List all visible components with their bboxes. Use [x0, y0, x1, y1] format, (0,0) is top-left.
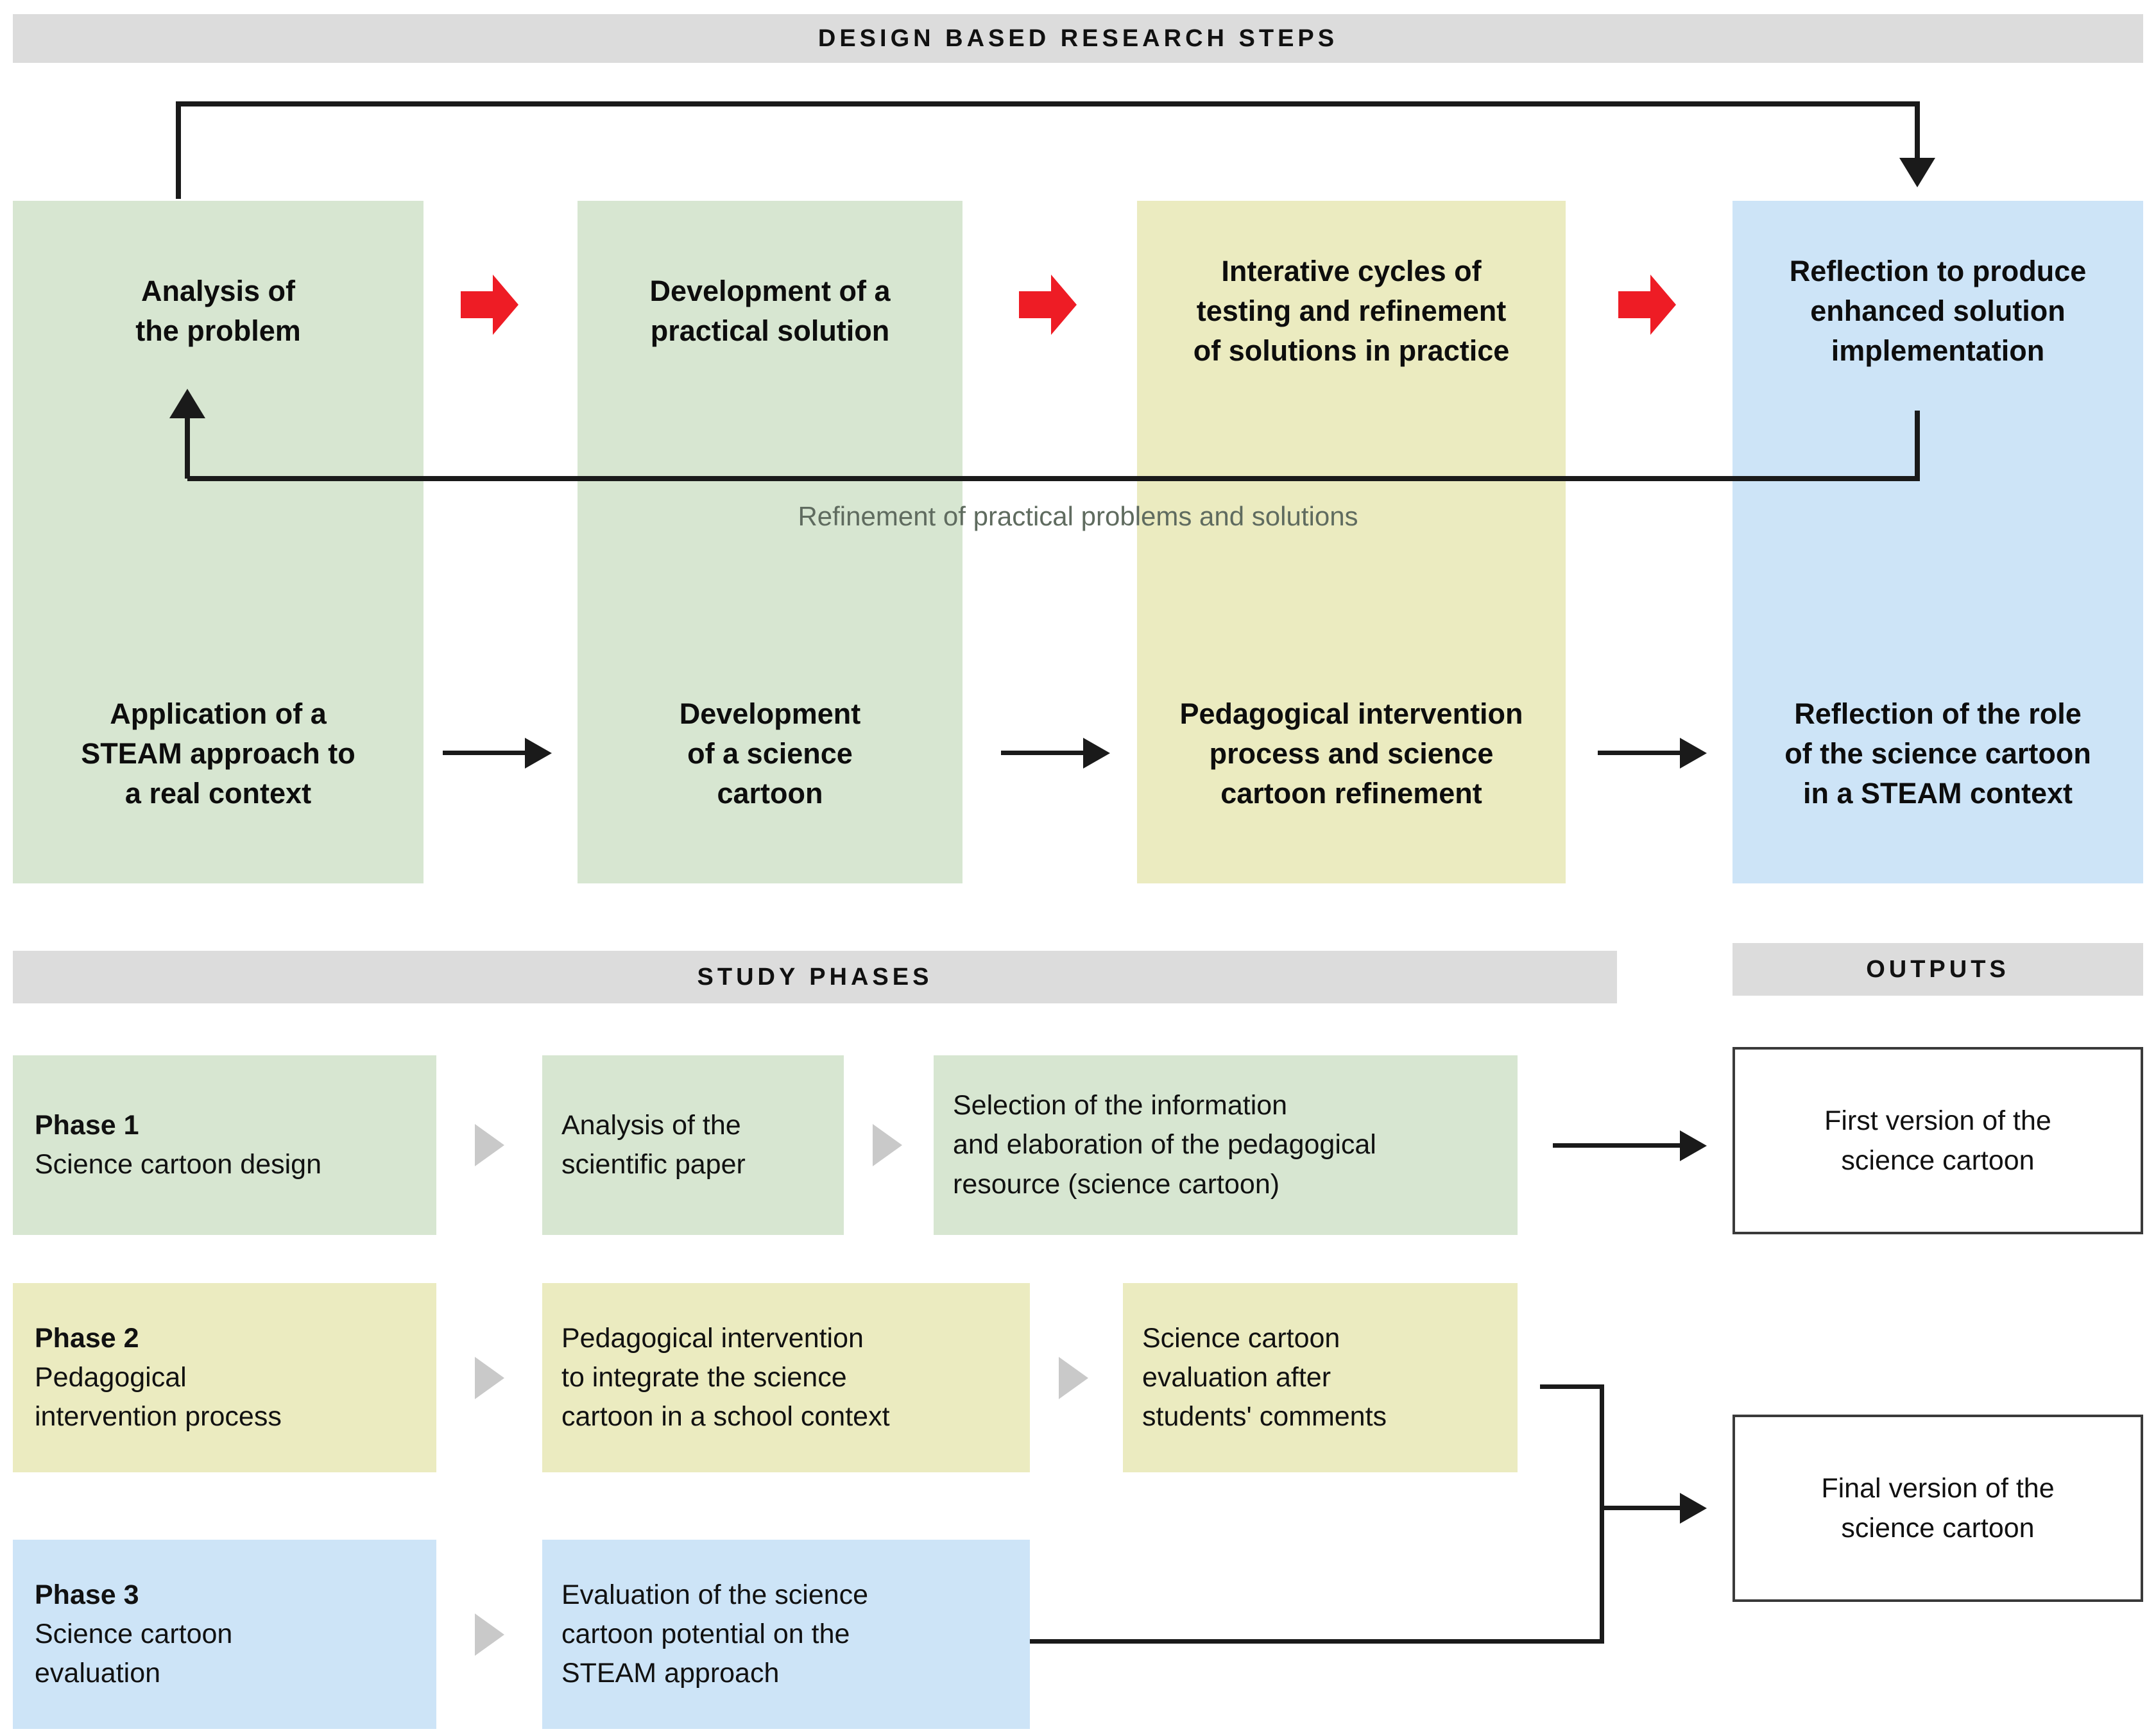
phase-2-step-2: Science cartoon evaluation after student… [1123, 1283, 1518, 1472]
phase-1-output-arrow-line [1553, 1143, 1681, 1148]
application-step-3: Pedagogical intervention process and sci… [1137, 674, 1566, 834]
app-arrow-3-line [1598, 751, 1681, 755]
dbr-step-1-label: Analysis of the problem [135, 274, 301, 347]
app-arrow-1-head-icon [525, 738, 552, 769]
loop-left-vertical-line [176, 101, 181, 199]
phase-1-arrow-1-icon [475, 1124, 504, 1166]
app-arrow-2-line [1001, 751, 1084, 755]
dbr-column-2 [578, 201, 963, 883]
phase-1-step-1: Analysis of the scientific paper [542, 1055, 844, 1235]
dbr-step-3: Interative cycles of testing and refinem… [1137, 231, 1566, 391]
output-first-version-box: First version of the science cartoon [1733, 1047, 2143, 1234]
merge-output-arrow-head-icon [1680, 1493, 1707, 1524]
application-step-2: Development of a science cartoon [578, 674, 963, 834]
outputs-label: OUTPUTS [1866, 955, 2010, 983]
refinement-loop-right-vertical-line [1915, 411, 1920, 479]
red-block-arrow-right-icon [1618, 275, 1676, 335]
phase-3-title-box: Phase 3 Science cartoon evaluation [13, 1540, 436, 1729]
dbr-step-2-label: Development of a practical solution [649, 274, 891, 347]
merge-phase3-horizontal-line [1030, 1639, 1604, 1644]
red-arrow-2-to-3 [1019, 275, 1077, 335]
phase-3-step-1-label: Evaluation of the science cartoon potent… [561, 1579, 869, 1689]
output-final-version-label: Final version of the science cartoon [1821, 1472, 2055, 1544]
refinement-caption: Refinement of practical problems and sol… [513, 494, 1643, 539]
section-header-outputs: OUTPUTS [1733, 943, 2143, 996]
phase-2-step-1-label: Pedagogical intervention to integrate th… [561, 1322, 890, 1433]
application-step-4: Reflection of the role of the science ca… [1733, 674, 2143, 834]
application-step-1-label: Application of a STEAM approach to a rea… [81, 697, 355, 810]
loop-top-horizontal-line [178, 101, 1920, 106]
phase-2-arrow-1-icon [475, 1357, 504, 1399]
phase-2-name: Phase 2 [35, 1322, 139, 1354]
section-header-label: DESIGN BASED RESEARCH STEPS [817, 24, 1339, 52]
phase-2-title-box: Phase 2 Pedagogical intervention process [13, 1283, 436, 1472]
app-arrow-3-head-icon [1680, 738, 1707, 769]
refinement-caption-label: Refinement of practical problems and sol… [798, 501, 1358, 531]
red-arrow-3-to-4 [1618, 275, 1676, 335]
phase-1-subtitle: Science cartoon design [35, 1149, 322, 1180]
phase-2-subtitle: Pedagogical intervention process [35, 1361, 282, 1433]
red-block-arrow-right-icon [461, 275, 518, 335]
phase-1-step-2: Selection of the information and elabora… [934, 1055, 1518, 1235]
application-step-2-label: Development of a science cartoon [679, 697, 861, 810]
phase-2-step-1: Pedagogical intervention to integrate th… [542, 1283, 1030, 1472]
dbr-step-2: Development of a practical solution [578, 231, 963, 391]
application-step-3-label: Pedagogical intervention process and sci… [1179, 697, 1523, 810]
phase-2-step-2-label: Science cartoon evaluation after student… [1142, 1322, 1387, 1433]
phase-3-name: Phase 3 [35, 1579, 139, 1610]
dbr-step-4-label: Reflection to produce enhanced solution … [1789, 254, 2087, 368]
merge-phase2-horizontal-line [1540, 1384, 1604, 1389]
app-arrow-1-line [443, 751, 526, 755]
refinement-loop-horizontal-line [187, 476, 1920, 481]
phase-2-text: Phase 2 Pedagogical intervention process [13, 1319, 282, 1436]
loop-down-arrowhead-icon [1899, 158, 1935, 187]
phase-3-text: Phase 3 Science cartoon evaluation [13, 1576, 232, 1693]
dbr-column-4 [1733, 201, 2143, 883]
phase-1-step-2-label: Selection of the information and elabora… [953, 1090, 1376, 1200]
phase-1-text: Phase 1 Science cartoon design [13, 1106, 321, 1184]
application-step-1: Application of a STEAM approach to a rea… [13, 674, 424, 834]
phase-1-title-box: Phase 1 Science cartoon design [13, 1055, 436, 1235]
phase-1-arrow-2-icon [873, 1124, 902, 1166]
merge-output-arrow-line [1604, 1506, 1681, 1510]
phase-3-subtitle: Science cartoon evaluation [35, 1618, 233, 1689]
red-block-arrow-right-icon [1019, 275, 1077, 335]
phase-3-arrow-1-icon [475, 1613, 504, 1656]
dbr-step-1: Analysis of the problem [13, 231, 424, 391]
study-phases-label: STUDY PHASES [697, 963, 933, 991]
section-header-study-phases: STUDY PHASES [13, 951, 1617, 1003]
loop-right-vertical-line [1915, 101, 1920, 160]
app-arrow-2-head-icon [1083, 738, 1110, 769]
dbr-column-3 [1137, 201, 1566, 883]
phase-1-step-1-label: Analysis of the scientific paper [561, 1109, 746, 1180]
output-first-version-label: First version of the science cartoon [1824, 1105, 2051, 1176]
output-final-version-box: Final version of the science cartoon [1733, 1415, 2143, 1602]
dbr-step-3-label: Interative cycles of testing and refinem… [1193, 254, 1510, 368]
phase-3-step-1: Evaluation of the science cartoon potent… [542, 1540, 1030, 1729]
phase-2-arrow-2-icon [1059, 1357, 1088, 1399]
refinement-loop-left-vertical-line [185, 416, 190, 479]
section-header-design-based-research-steps: DESIGN BASED RESEARCH STEPS [13, 14, 2143, 63]
red-arrow-1-to-2 [461, 275, 518, 335]
merge-vertical-line [1600, 1384, 1604, 1644]
dbr-step-4: Reflection to produce enhanced solution … [1733, 231, 2143, 391]
phase-1-name: Phase 1 [35, 1109, 139, 1141]
refinement-loop-up-arrowhead-icon [169, 389, 205, 418]
phase-1-output-arrow-head-icon [1680, 1130, 1707, 1161]
application-step-4-label: Reflection of the role of the science ca… [1784, 697, 2091, 810]
dbr-column-1 [13, 201, 424, 883]
